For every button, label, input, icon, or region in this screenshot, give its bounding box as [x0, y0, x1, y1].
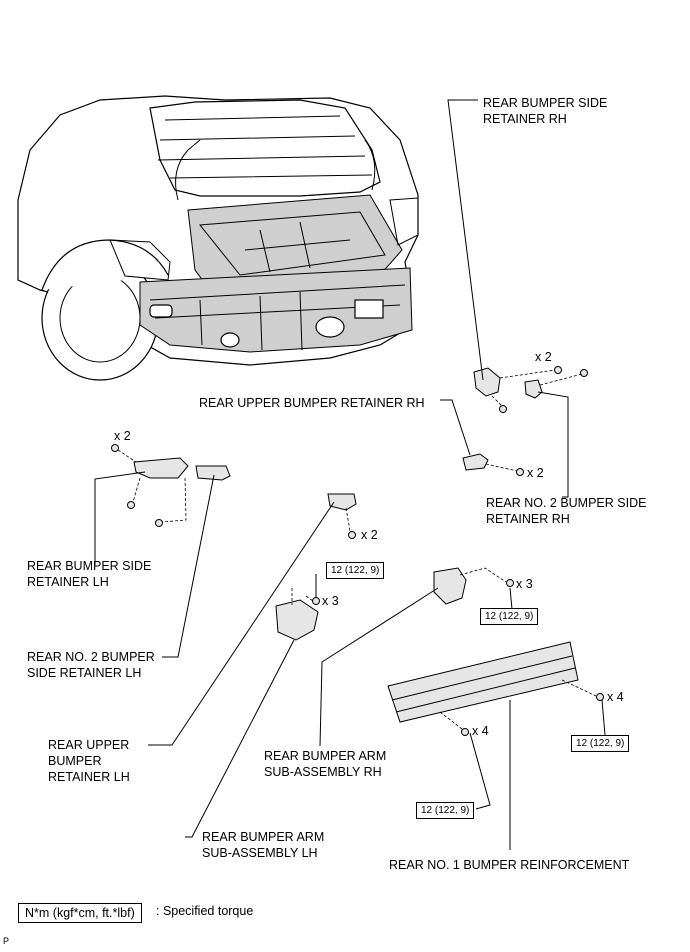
label-line: SUB-ASSEMBLY RH: [264, 765, 382, 779]
label-upper-retainer-rh: REAR UPPER BUMPER RETAINER RH: [199, 396, 425, 410]
qty-reinf-right-bolts: x 4: [607, 690, 624, 704]
torque-arm-lh: 12 (122, 9): [326, 562, 385, 579]
side-retainer-lh-part: [133, 457, 189, 479]
label-line: REAR NO. 2 BUMPER SIDE: [486, 496, 647, 510]
qty-reinf-left-bolts: x 4: [472, 724, 489, 738]
qty-rh-upper-bolts: x 2: [527, 466, 544, 480]
label-line: REAR BUMPER ARM: [264, 749, 387, 763]
label-line: REAR NO. 2 BUMPER: [27, 650, 155, 664]
label-line: REAR BUMPER SIDE: [483, 96, 608, 110]
label-line: REAR BUMPER SIDE: [27, 559, 152, 573]
no2-side-retainer-lh-part: [195, 465, 231, 481]
no2-side-retainer-rh-part: [524, 379, 543, 399]
label-upper-retainer-lh: REAR UPPER BUMPER RETAINER LH: [48, 737, 130, 785]
qty-arm-rh-bolts: x 3: [516, 577, 533, 591]
label-line: REAR UPPER: [48, 738, 130, 752]
label-reinforcement: REAR NO. 1 BUMPER REINFORCEMENT: [389, 858, 630, 872]
torque-reinf-right: 12 (122, 9): [571, 735, 630, 752]
label-line: SUB-ASSEMBLY LH: [202, 846, 318, 860]
torque-reinf-left: 12 (122, 9): [416, 802, 475, 819]
label-no2-side-retainer-lh: REAR NO. 2 BUMPER SIDE RETAINER LH: [27, 649, 155, 681]
arm-rh-part: [433, 567, 467, 605]
label-line: BUMPER: [48, 754, 102, 768]
corner-mark: P: [3, 936, 10, 946]
legend-text: : Specified torque: [156, 904, 254, 918]
side-retainer-rh-part: [473, 367, 501, 397]
legend-torque-unit-box: N*m (kgf*cm, ft.*lbf): [18, 903, 142, 923]
reinforcement-part: [387, 641, 579, 723]
leader-lines: [94, 99, 606, 850]
label-line: RETAINER LH: [27, 575, 109, 589]
qty-arm-lh-bolts: x 3: [322, 594, 339, 608]
arm-lh-part: [275, 599, 319, 641]
upper-retainer-lh-part: [327, 493, 357, 511]
label-arm-lh: REAR BUMPER ARM SUB-ASSEMBLY LH: [202, 829, 324, 861]
qty-lh-side-bolts: x 2: [114, 429, 131, 443]
label-line: SIDE RETAINER LH: [27, 666, 142, 680]
qty-lh-upper-bolts: x 2: [361, 528, 378, 542]
label-arm-rh: REAR BUMPER ARM SUB-ASSEMBLY RH: [264, 748, 386, 780]
label-line: RETAINER RH: [483, 112, 567, 126]
vehicle-rear-illustration: [17, 95, 419, 381]
label-line: REAR BUMPER ARM: [202, 830, 325, 844]
upper-retainer-rh-part: [462, 453, 489, 471]
qty-rh-side-bolts: x 2: [535, 350, 552, 364]
label-side-retainer-rh: REAR BUMPER SIDE RETAINER RH: [483, 95, 607, 127]
label-line: RETAINER LH: [48, 770, 130, 784]
label-side-retainer-lh: REAR BUMPER SIDE RETAINER LH: [27, 558, 151, 590]
torque-arm-rh: 12 (122, 9): [480, 608, 539, 625]
label-no2-side-retainer-rh: REAR NO. 2 BUMPER SIDE RETAINER RH: [486, 495, 646, 527]
label-line: RETAINER RH: [486, 512, 570, 526]
